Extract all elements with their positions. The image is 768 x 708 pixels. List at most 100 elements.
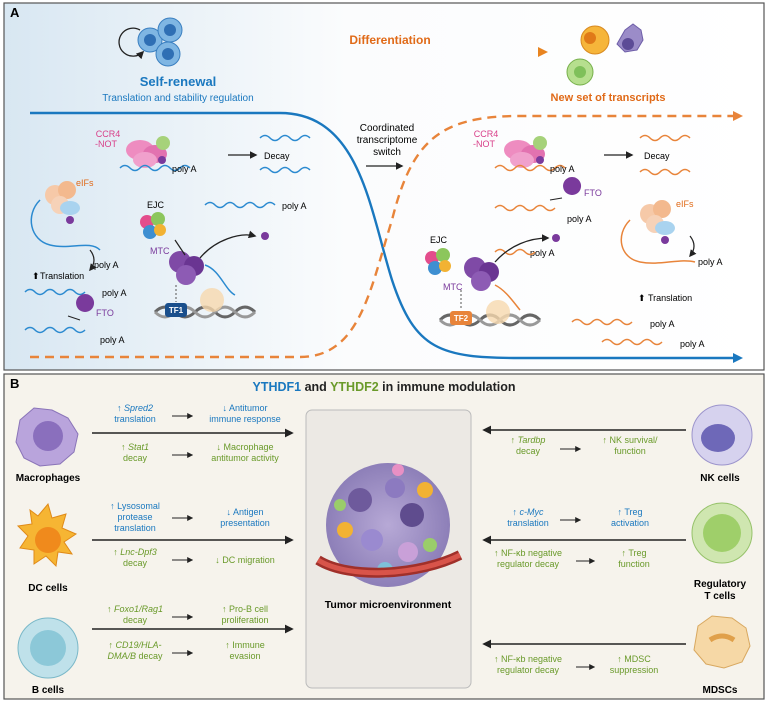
row3-cause2: protease — [117, 512, 152, 522]
eifs-right: eIFs — [676, 199, 694, 209]
tf2-box — [450, 311, 472, 325]
row9-effect1: ↑ Treg — [621, 548, 646, 558]
ythdf-left-3-icon — [261, 232, 269, 240]
self-renewal-label: Self-renewal — [140, 74, 217, 89]
row2-cause: ↑ Stat1 — [121, 442, 149, 452]
row8-effect2: activation — [611, 518, 649, 528]
self-renewal-curve — [30, 111, 735, 360]
translation-arrow-right — [689, 235, 697, 258]
polymerase-left-icon — [200, 288, 224, 312]
row1-cause: ↑ Spred2 — [117, 403, 153, 413]
polya-right-4: poly A — [530, 248, 555, 258]
mrna-right-2 — [494, 204, 556, 212]
ccr4-not-right-1: CCR4 — [474, 129, 499, 139]
differentiated-cells-icon — [566, 23, 644, 86]
row8-rest: translation — [507, 518, 549, 528]
polya-left-3: poly A — [102, 288, 127, 298]
switch-label-2: transcriptome — [357, 135, 418, 146]
row10-cause2: regulator decay — [497, 665, 560, 675]
nk-cells-label: NK cells — [700, 473, 740, 484]
polya-right-2: poly A — [567, 214, 592, 224]
tf2-label: TF2 — [454, 314, 469, 323]
eifs-left-icon — [45, 181, 80, 215]
stem-cells-icon — [118, 17, 183, 67]
translation-arrow-left — [89, 249, 97, 272]
polya-right-3: poly A — [698, 257, 723, 267]
row2-effect1: ↓ Macrophage — [216, 442, 273, 452]
ccr4-not-left-1: CCR4 — [96, 129, 121, 139]
translation-stability-label: Translation and stability regulation — [102, 93, 253, 104]
mtc-left: MTC — [150, 246, 170, 256]
row4-rest: decay — [123, 558, 148, 568]
row3-cause3: translation — [114, 523, 156, 533]
mrna-right-decay-1 — [639, 134, 691, 142]
mdsc-icon — [693, 615, 751, 669]
polya-left-2: poly A — [94, 260, 119, 270]
row8-effect1: ↑ Treg — [617, 507, 642, 517]
fto-left-icon — [67, 294, 95, 321]
row5-rest: decay — [123, 615, 148, 625]
row7-cause: ↑ Tardbp — [511, 435, 546, 445]
fto-left: FTO — [96, 308, 114, 318]
ythdf-left-2-icon — [66, 216, 74, 224]
row1-effect1: ↓ Antitumor — [222, 403, 267, 413]
switch-label-1: Coordinated — [360, 123, 414, 134]
panel-b-label: B — [10, 376, 19, 391]
panel-b-title: YTHDF1 and YTHDF2 in immune modulation — [252, 380, 515, 394]
nk-cell-icon — [691, 404, 753, 466]
ejc-inhibit-left — [174, 239, 186, 256]
switch-label-3: switch — [373, 147, 401, 158]
row6-cause2: DMA/B decay — [107, 651, 163, 661]
row2-rest: decay — [123, 453, 148, 463]
title-rest: in immune modulation — [379, 380, 516, 394]
macrophages-label: Macrophages — [16, 473, 81, 484]
decay-right: Decay — [644, 151, 670, 161]
row5-effect1: ↑ Pro-B cell — [222, 604, 268, 614]
mtc-right-icon — [464, 257, 499, 291]
polya-left-4: poly A — [100, 335, 125, 345]
row10-effect2: suppression — [610, 665, 659, 675]
row10-effect1: ↑ MDSC — [617, 654, 651, 664]
row1-rest: translation — [114, 414, 156, 424]
title-and: and — [301, 380, 330, 394]
title-ythdf1: YTHDF1 — [252, 380, 301, 394]
mdsc-label: MDSCs — [702, 685, 737, 696]
polymerase-right-icon — [486, 300, 510, 324]
row5-cause: ↑ Foxo1/Rag1 — [107, 604, 163, 614]
row6-effect1: ↑ Immune — [225, 640, 265, 650]
row3-cause1: ↑ Lysosomal — [110, 501, 160, 511]
tf1-box — [165, 303, 187, 317]
ejc-left: EJC — [147, 200, 165, 210]
row6-cause1: ↑ CD19/HLA- — [108, 640, 161, 650]
row9-cause2: regulator decay — [497, 559, 560, 569]
row10-cause1: ↑ NF-κb negative — [494, 654, 562, 664]
polya-right-1: poly A — [550, 164, 575, 174]
row7-effect2: function — [614, 446, 646, 456]
mtc-arrow-right — [494, 234, 550, 263]
mrna-left-6 — [204, 264, 236, 296]
translation-right: Translation — [648, 293, 692, 303]
mrna-left-1 — [119, 164, 191, 172]
ejc-right: EJC — [430, 235, 448, 245]
title-ythdf2: YTHDF2 — [330, 380, 379, 394]
row6-effect2: evasion — [229, 651, 260, 661]
mrna-right-6 — [571, 318, 633, 326]
new-transcripts-label: New set of transcripts — [551, 92, 666, 104]
mtc-left-icon — [169, 251, 204, 285]
mtc-right: MTC — [443, 282, 463, 292]
b-cells-label: B cells — [32, 685, 65, 696]
ythdf-left-1-icon — [158, 156, 166, 164]
row5-effect2: proliferation — [221, 615, 268, 625]
decay-left: Decay — [264, 151, 290, 161]
treg-cell-icon — [691, 502, 753, 564]
ejc-right-icon — [425, 248, 451, 275]
differentiation-label: Differentiation — [349, 33, 430, 47]
ccr4-not-complex-right-icon — [504, 136, 547, 168]
mrna-right-5 — [494, 284, 521, 311]
ythdf-right-2-icon — [661, 236, 669, 244]
macrophage-icon — [15, 407, 79, 467]
mrna-left-2 — [30, 199, 101, 251]
mtc-arrow-left — [199, 230, 257, 259]
differentiation-curve — [30, 114, 735, 359]
